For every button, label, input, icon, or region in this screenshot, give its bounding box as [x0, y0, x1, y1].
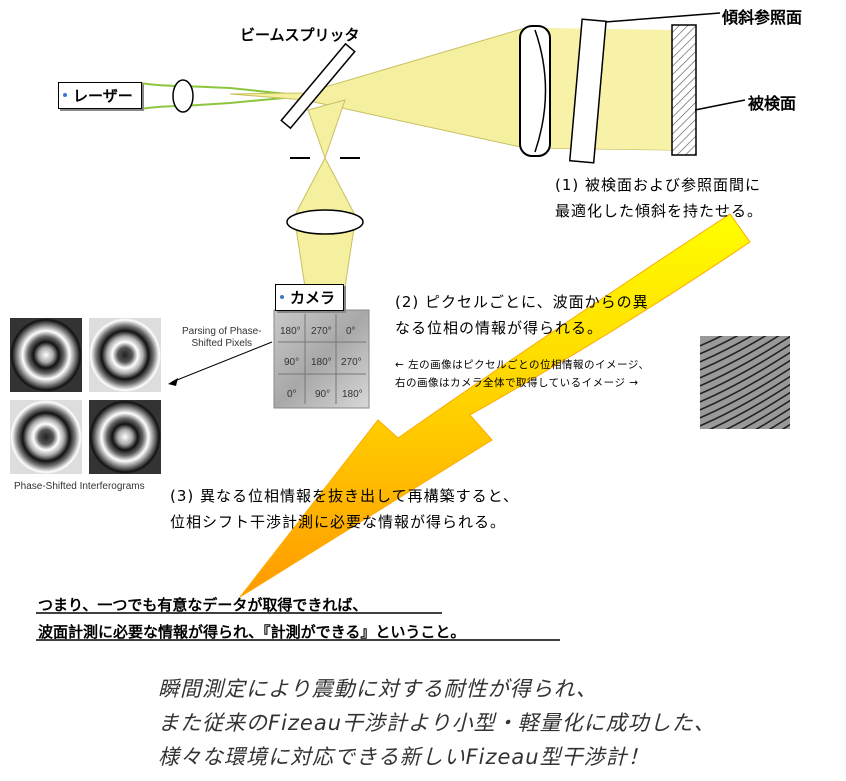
process-arrow [239, 213, 751, 598]
image-note-line2: 右の画像はカメラ全体で取得しているイメージ → [395, 377, 639, 389]
step1-line2: 最適化した傾斜を持たせる。 [555, 202, 764, 220]
pixel-cell: 270° [341, 357, 362, 368]
laser-lens [172, 79, 194, 113]
step3-note: (3) 異なる位相情報を抜き出して再構築すると、 位相シフト干渉計測に必要な情報… [170, 483, 519, 535]
pixel-cell: 0° [287, 389, 297, 400]
beam-splitter [280, 42, 356, 130]
pixel-cell: 180° [280, 326, 301, 337]
pixel-cell: 180° [311, 357, 332, 368]
camera-label-text: カメラ [290, 289, 336, 307]
pixel-grid [273, 309, 370, 409]
closing-line2: また従来のFizeau干渉計より小型・軽量化に成功した、 [158, 711, 716, 735]
tilted-reference-label: 傾斜参照面 [722, 8, 803, 27]
closing-statement: 瞬間測定により震動に対する耐性が得られ、 また従来のFizeau干渉計より小型・… [158, 672, 716, 774]
step1-note: (1) 被検面および参照面間に 最適化した傾斜を持たせる。 [555, 172, 763, 224]
pixel-grid-title-line1: Parsing of Phase- [182, 326, 262, 337]
step3-line1: (3) 異なる位相情報を抜き出して再構築すると、 [170, 487, 519, 505]
pixel-cell: 180° [342, 389, 363, 400]
step1-line1: (1) 被検面および参照面間に [555, 176, 762, 194]
step2-line1: (2) ピクセルごとに、波面からの異 [395, 293, 649, 311]
step2-line2: なる位相の情報が得られる。 [395, 319, 604, 337]
tilted-reference-plate [568, 18, 607, 164]
closing-line3: 様々な環境に対応できる新しいFizeau型干渉計！ [158, 745, 650, 769]
closing-line1: 瞬間測定により震動に対する耐性が得られ、 [158, 677, 598, 701]
summary-line1: つまり、一つでも有意なデータが取得できれば、 [38, 596, 368, 614]
pixel-grid-title-line2: Shifted Pixels [191, 338, 253, 349]
beam-splitter-label: ビームスプリッタ [240, 26, 360, 44]
interferograms-caption: Phase-Shifted Interferograms [14, 481, 145, 492]
pixel-cell: 270° [311, 326, 332, 337]
summary-line2: 波面計測に必要な情報が得られ、『計測ができる』ということ。 [38, 623, 466, 641]
step2-note: (2) ピクセルごとに、波面からの異 なる位相の情報が得られる。 [395, 289, 649, 341]
camera-beam [294, 99, 356, 288]
laser-label: レーザー [58, 82, 142, 109]
laser-label-text: レーザー [73, 87, 133, 105]
bullet-dot-icon [63, 93, 67, 97]
camera-lens [286, 209, 364, 235]
pixel-cell: 90° [284, 357, 300, 368]
collimator-lens [519, 25, 551, 157]
pixel-cell: 0° [346, 326, 356, 337]
image-note: ← 左の画像はピクセルごとの位相情報のイメージ、 右の画像はカメラ全体で取得して… [395, 356, 650, 392]
phase-shifted-interferograms [10, 318, 161, 474]
pixel-cell: 90° [315, 389, 331, 400]
pixel-grid-title: Parsing of Phase- Shifted Pixels [182, 326, 262, 350]
camera-label: カメラ [275, 284, 345, 311]
camera-full-image [700, 336, 790, 429]
image-note-line1: ← 左の画像はピクセルごとの位相情報のイメージ、 [395, 359, 650, 371]
step3-line2: 位相シフト干渉計測に必要な情報が得られる。 [170, 513, 507, 531]
bullet-dot-icon [280, 295, 284, 299]
test-surface-label: 被検面 [748, 94, 797, 113]
test-surface [671, 24, 697, 156]
